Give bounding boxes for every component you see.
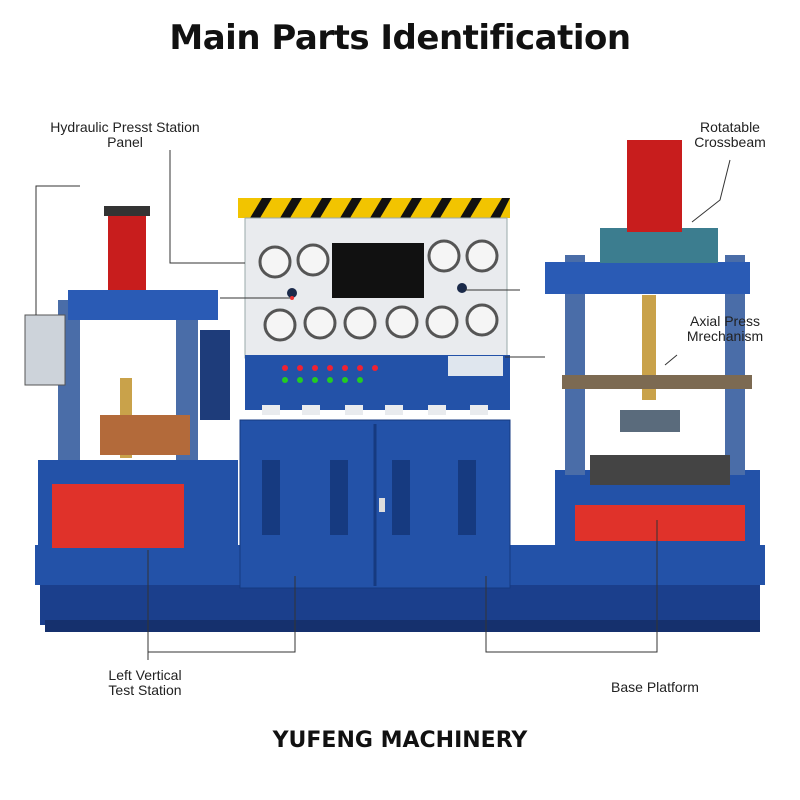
control-panel (238, 198, 511, 589)
label-left-vertical-line2: Test Station (108, 682, 182, 698)
label-axial-line2: Mrechanism (686, 328, 764, 344)
leader-lines (35, 150, 731, 660)
label-axial-press: Axial Press Mrechanism (670, 314, 780, 344)
right-red-panel (575, 505, 745, 541)
label-rotatable-crossbeam: Rotatable Crossbeam (680, 120, 780, 150)
label-left-vertical: Left Vertical Test Station (90, 668, 200, 698)
left-red-cylinder (108, 210, 146, 290)
left-vertical-test-station (24, 206, 238, 560)
right-axial-press-station (545, 140, 760, 570)
label-hydraulic-panel-line2: Panel (107, 134, 143, 150)
footer-brand: YUFENG MACHINERY (272, 728, 528, 753)
label-axial-line1: Axial Press (689, 313, 761, 329)
page-title: Main Parts Identification (169, 18, 631, 58)
rotatable-crossbeam-block (600, 228, 718, 263)
label-rotatable-line2: Crossbeam (694, 134, 766, 150)
label-left-vertical-line1: Left Vertical (108, 667, 182, 683)
left-red-panel (52, 484, 184, 548)
label-rotatable-line1: Rotatable (700, 119, 760, 135)
label-base-platform: Base Platform (611, 679, 699, 695)
right-red-cylinder (627, 140, 682, 232)
label-hydraulic-panel: Hydraulic Presst Station Panel (40, 120, 210, 150)
label-hydraulic-panel-line1: Hydraulic Presst Station (50, 119, 200, 135)
